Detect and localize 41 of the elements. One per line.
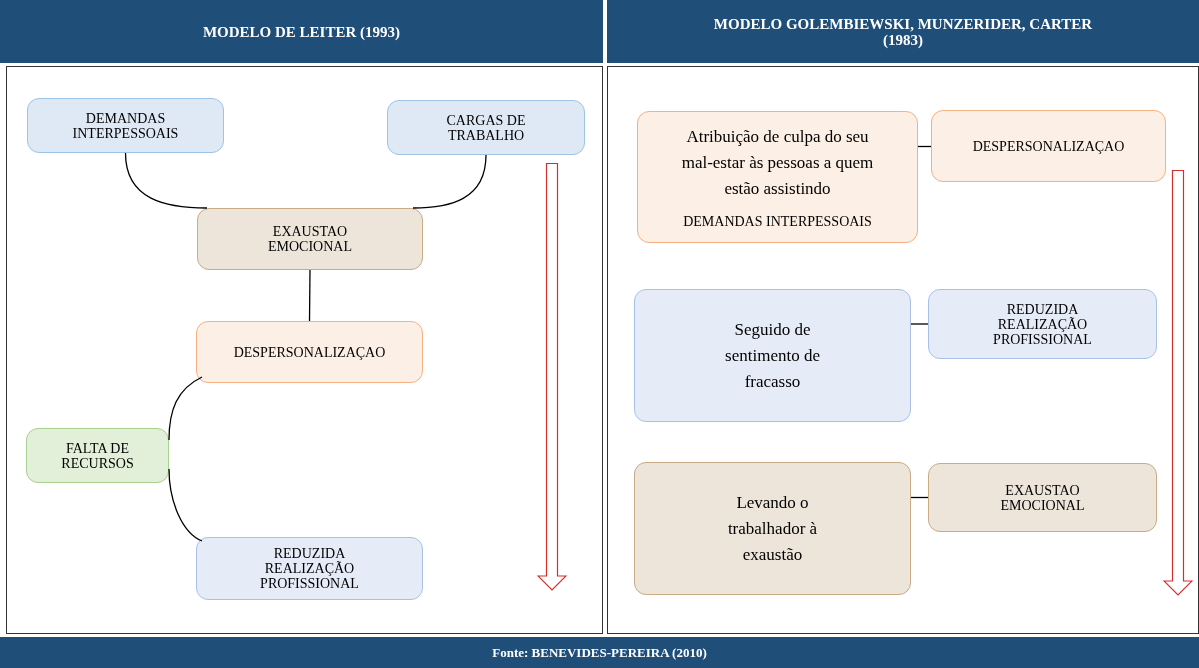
node-text: Fonte: BENEVIDES-PEREIRA (2010) [492,643,707,662]
stage-box [928,463,1157,532]
node-text: REDUZIDA REALIZAÇÃO PROFISSIONAL [992,301,1093,347]
header-band [607,0,1199,63]
node-text: EXAUSTAO EMOCIONAL [999,482,1086,513]
connector-line [308,269,311,322]
stage-box [931,110,1166,182]
panel [607,66,1199,634]
source-band [0,637,1199,668]
connector-line [910,323,929,325]
node-text: DEMANDAS INTERPESSOAIS [71,110,180,141]
node-text: MODELO DE LEITER (1993) [202,23,401,40]
factor-box [387,100,585,155]
stage-box [196,537,423,600]
node-text: FALTA DE RECURSOS [60,440,135,471]
node-text: Atribuição de culpa do seu mal-estar às pessoas a quem estão assistindo [680,126,875,200]
header-band [0,0,603,63]
connector-line [124,152,208,209]
connector-line [168,376,203,441]
panel [6,66,603,634]
node-text: DESPERSONALIZAÇAO [972,138,1125,154]
stage-box [197,208,423,270]
node-text: Levando o trabalhador à exaustão [726,491,819,566]
node-text: MODELO GOLEMBIEWSKI, MUNZERIDER, CARTER (1983) [712,15,1094,48]
connector-line [917,145,932,148]
description-box [637,111,918,243]
connector-line [910,496,929,499]
node-text: REDUZIDA REALIZAÇÃO PROFISSIONAL [259,546,360,591]
factor-box [27,98,224,153]
stage-box [928,289,1157,359]
connector-line [412,154,487,209]
node-subtext: DEMANDAS INTERPESSOAIS [683,214,872,230]
node-text: CARGAS DE TRABALHO [445,112,527,143]
node-text: DESPERSONALIZAÇAO [233,344,386,360]
factor-box [26,428,169,483]
description-box [634,289,911,422]
stage-box [196,321,423,383]
connector-line [168,468,203,542]
node-text: EXAUSTAO EMOCIONAL [267,224,353,254]
description-box [634,462,911,595]
node-text: Seguido de sentimento de fracasso [724,318,821,393]
